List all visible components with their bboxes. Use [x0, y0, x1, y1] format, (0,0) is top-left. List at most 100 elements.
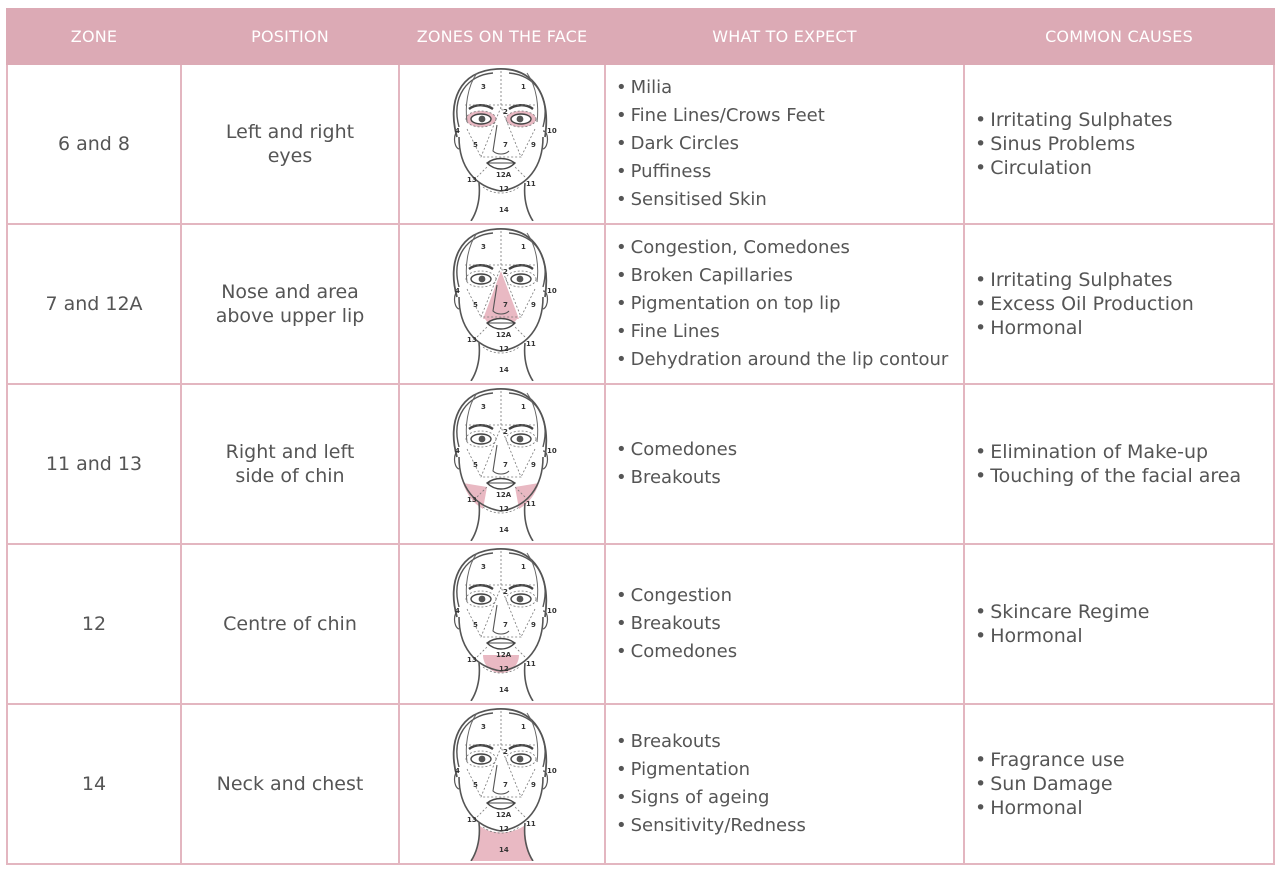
face-label: 14 — [499, 846, 509, 854]
face-label: 11 — [526, 500, 536, 508]
face-label: 1 — [521, 83, 526, 91]
face-label: 14 — [499, 686, 509, 694]
face-label: 2 — [503, 108, 508, 116]
common-causes-cell: Irritating SulphatesSinus ProblemsCircul… — [963, 63, 1275, 225]
expect-item: Fine Lines/Crows Feet — [616, 102, 963, 130]
face-label: 10 — [547, 127, 557, 135]
table-body: 6 and 8 Left and right eyes — [6, 63, 1275, 865]
cause-item: Elimination of Make-up — [975, 440, 1273, 464]
header-common-causes: COMMON CAUSES — [963, 8, 1275, 65]
face-label: 10 — [547, 607, 557, 615]
expect-item: Breakouts — [616, 728, 963, 756]
cause-item: Touching of the facial area — [975, 464, 1273, 488]
position-cell: Right and left side of chin — [180, 383, 400, 545]
cause-item: Skincare Regime — [975, 600, 1273, 624]
what-to-expect-cell: MiliaFine Lines/Crows FeetDark CirclesPu… — [604, 63, 965, 225]
zone-cell: 12 — [6, 543, 182, 705]
face-label: 7 — [503, 621, 508, 629]
face-zone-cell: 3 1 2 4 10 5 7 9 12A 13 11 12 14 — [398, 383, 606, 545]
face-label: 12 — [499, 185, 509, 193]
face-zone-cell: 3 1 2 4 10 5 7 9 12A 13 11 12 14 — [398, 543, 606, 705]
face-label: 5 — [473, 461, 478, 469]
face-zones-illustration: 3 1 2 4 10 5 7 9 12A 13 11 12 14 — [452, 228, 557, 381]
face-label: 14 — [499, 526, 509, 534]
zone-number: 14 — [81, 773, 107, 795]
cause-item: Hormonal — [975, 316, 1273, 340]
table-row: 6 and 8 Left and right eyes — [6, 63, 1275, 225]
face-label: 14 — [499, 206, 509, 214]
expect-list: BreakoutsPigmentationSigns of ageingSens… — [616, 728, 963, 840]
face-label: 12 — [499, 345, 509, 353]
causes-list: Elimination of Make-upTouching of the fa… — [975, 440, 1273, 488]
position-text: Nose and area above upper lip — [215, 281, 365, 327]
header-what-to-expect: WHAT TO EXPECT — [604, 8, 965, 65]
expect-item: Dark Circles — [616, 130, 963, 158]
face-zone-cell: 3 1 2 4 10 5 7 9 12A 13 11 12 14 — [398, 63, 606, 225]
what-to-expect-cell: CongestionBreakoutsComedones — [604, 543, 965, 705]
common-causes-cell: Fragrance useSun DamageHormonal — [963, 703, 1275, 865]
expect-item: Puffiness — [616, 158, 963, 186]
expect-list: Congestion, ComedonesBroken CapillariesP… — [616, 234, 963, 374]
face-label: 12A — [496, 331, 512, 339]
table-row: 14 Neck and chest — [6, 703, 1275, 865]
face-label: 5 — [473, 301, 478, 309]
cause-item: Sun Damage — [975, 772, 1273, 796]
position-cell: Left and right eyes — [180, 63, 400, 225]
face-label: 7 — [503, 461, 508, 469]
causes-list: Irritating SulphatesExcess Oil Productio… — [975, 268, 1273, 340]
common-causes-cell: Irritating SulphatesExcess Oil Productio… — [963, 223, 1275, 385]
face-label: 7 — [503, 301, 508, 309]
face-label: 13 — [467, 656, 477, 664]
position-text: Left and right eyes — [225, 121, 355, 167]
expect-item: Congestion — [616, 582, 963, 610]
position-text: Right and left side of chin — [225, 441, 355, 487]
face-label: 12A — [496, 171, 512, 179]
face-label: 11 — [526, 180, 536, 188]
cause-item: Excess Oil Production — [975, 292, 1273, 316]
face-label: 13 — [467, 816, 477, 824]
causes-list: Skincare RegimeHormonal — [975, 600, 1273, 648]
expect-item: Sensitivity/Redness — [616, 812, 963, 840]
expect-item: Pigmentation — [616, 756, 963, 784]
face-label: 4 — [455, 607, 460, 615]
cause-item: Hormonal — [975, 796, 1273, 820]
face-label: 7 — [503, 141, 508, 149]
face-zone-cell: 3 1 2 4 10 5 7 9 12A 13 11 12 14 — [398, 223, 606, 385]
face-zones-illustration: 3 1 2 4 10 5 7 9 12A 13 11 12 14 — [452, 708, 557, 861]
face-label: 3 — [481, 563, 486, 571]
face-label: 11 — [526, 340, 536, 348]
face-label: 4 — [455, 127, 460, 135]
face-label: 9 — [531, 621, 536, 629]
face-label: 1 — [521, 723, 526, 731]
expect-item: Sensitised Skin — [616, 186, 963, 214]
position-cell: Nose and area above upper lip — [180, 223, 400, 385]
face-label: 12A — [496, 811, 512, 819]
face-label: 12A — [496, 491, 512, 499]
expect-item: Fine Lines — [616, 318, 963, 346]
header-zones-on-face: ZONES ON THE FACE — [398, 8, 606, 65]
face-label: 2 — [503, 428, 508, 436]
face-label: 10 — [547, 767, 557, 775]
expect-item: Milia — [616, 74, 963, 102]
zone-number: 12 — [81, 613, 107, 635]
face-label: 7 — [503, 781, 508, 789]
face-label: 4 — [455, 447, 460, 455]
face-label: 2 — [503, 268, 508, 276]
what-to-expect-cell: ComedonesBreakouts — [604, 383, 965, 545]
zone-number: 6 and 8 — [57, 133, 130, 155]
face-label: 9 — [531, 301, 536, 309]
face-label: 12 — [499, 665, 509, 673]
expect-list: CongestionBreakoutsComedones — [616, 582, 963, 666]
common-causes-cell: Elimination of Make-upTouching of the fa… — [963, 383, 1275, 545]
expect-item: Dehydration around the lip contour — [616, 346, 963, 374]
face-label: 13 — [467, 496, 477, 504]
header-zone: ZONE — [6, 8, 182, 65]
face-zone-cell: 3 1 2 4 10 5 7 9 12A 13 11 12 14 — [398, 703, 606, 865]
table-header-row: ZONE POSITION ZONES ON THE FACE WHAT TO … — [6, 8, 1275, 65]
zone-number: 7 and 12A — [45, 293, 143, 315]
face-label: 9 — [531, 781, 536, 789]
expect-item: Breakouts — [616, 464, 963, 492]
cause-item: Sinus Problems — [975, 132, 1273, 156]
cause-item: Irritating Sulphates — [975, 108, 1273, 132]
zone-cell: 7 and 12A — [6, 223, 182, 385]
